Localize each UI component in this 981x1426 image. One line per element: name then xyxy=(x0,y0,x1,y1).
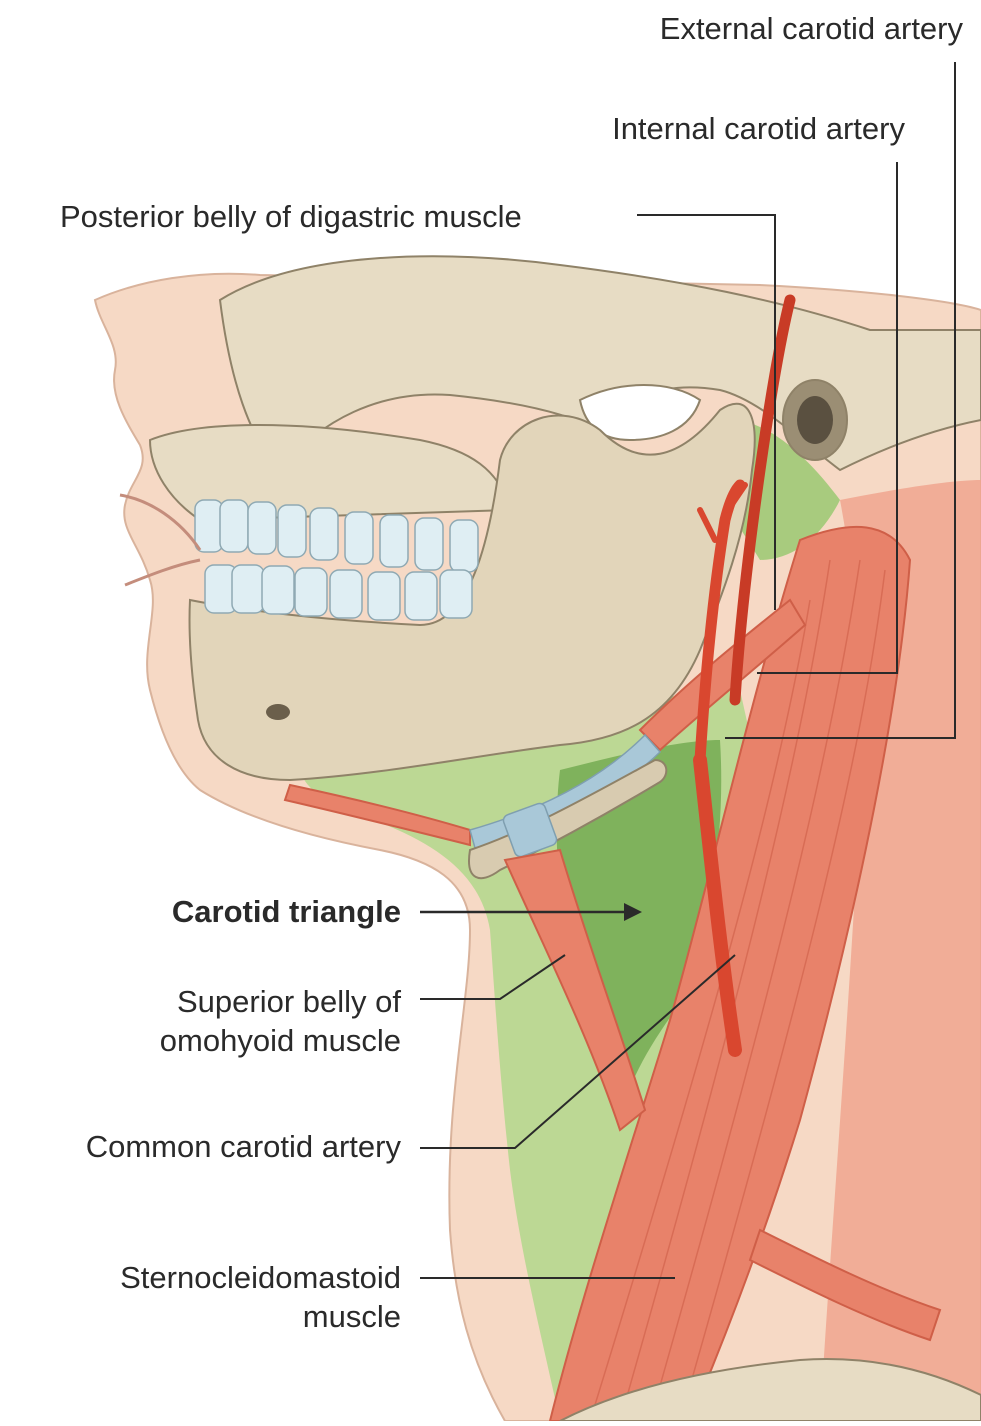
lower-tooth xyxy=(232,565,264,613)
mental-foramen xyxy=(266,704,290,720)
label-posterior-belly-digastric: Posterior belly of digastric muscle xyxy=(60,198,522,237)
upper-tooth xyxy=(220,500,248,552)
label-sternocleidomastoid-muscle: Sternocleidomastoid muscle xyxy=(120,1259,401,1337)
upper-tooth xyxy=(415,518,443,570)
label-common-carotid-artery: Common carotid artery xyxy=(86,1128,401,1167)
upper-tooth xyxy=(380,515,408,567)
upper-tooth xyxy=(248,502,276,554)
lower-tooth xyxy=(262,566,294,614)
upper-tooth xyxy=(450,520,478,572)
label-external-carotid-artery: External carotid artery xyxy=(660,10,963,49)
upper-tooth xyxy=(278,505,306,557)
label-superior-belly-omohyoid-line2: omohyoid muscle xyxy=(160,1022,401,1061)
lower-tooth xyxy=(330,570,362,618)
label-superior-belly-omohyoid: Superior belly of omohyoid muscle xyxy=(160,983,401,1061)
label-carotid-triangle: Carotid triangle xyxy=(172,893,401,932)
label-internal-carotid-artery: Internal carotid artery xyxy=(612,110,905,149)
lower-tooth xyxy=(368,572,400,620)
lower-tooth xyxy=(405,572,437,620)
upper-tooth xyxy=(310,508,338,560)
upper-tooth xyxy=(195,500,223,552)
upper-tooth xyxy=(345,512,373,564)
label-sternocleidomastoid-line2: muscle xyxy=(120,1298,401,1337)
label-sternocleidomastoid-line1: Sternocleidomastoid xyxy=(120,1259,401,1298)
lower-tooth xyxy=(440,570,472,618)
label-superior-belly-omohyoid-line1: Superior belly of xyxy=(160,983,401,1022)
lower-tooth xyxy=(295,568,327,616)
